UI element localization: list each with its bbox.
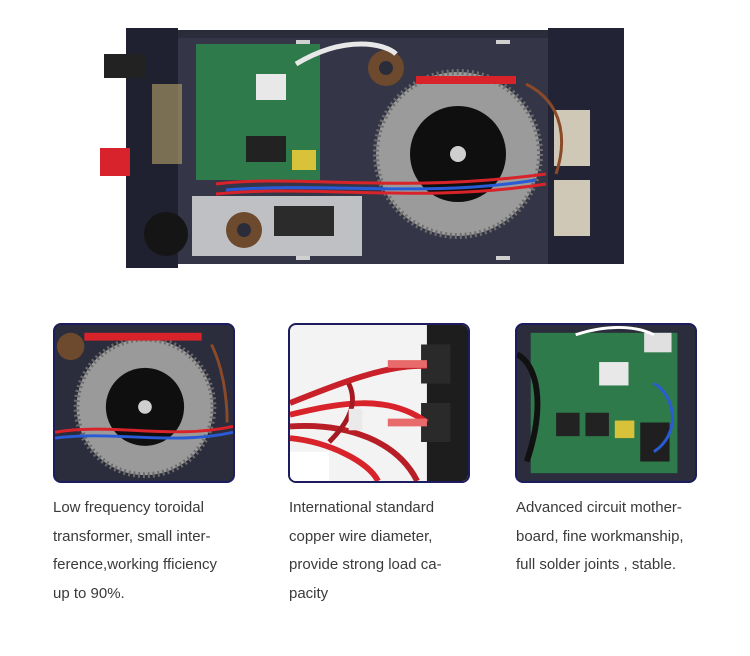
caption-copper-wire: International standard copper wire diame…: [289, 494, 489, 608]
caption-line: full solder joints , stable.: [516, 556, 677, 573]
caption-line: transformer, small inter-: [53, 527, 211, 545]
caption-line: up to 90%.: [53, 584, 125, 602]
toroid-closeup: [55, 325, 233, 481]
switch-block: [152, 84, 182, 164]
caption-toroidal-transformer: Low frequency toroidal transformer, smal…: [53, 494, 253, 608]
caption-line: Low frequency toroidal: [53, 499, 204, 516]
toroidal-transformer-thumbnail: [53, 323, 235, 483]
circuit-board-thumbnail: [515, 323, 697, 483]
inverter-product-photo: [96, 24, 636, 270]
copper-wire-thumbnail: [288, 323, 470, 483]
caption-line: copper wire diameter,: [289, 527, 433, 545]
terminal-block-bottom: [554, 180, 590, 236]
black-terminal: [104, 54, 146, 78]
pcb-closeup: [517, 325, 695, 481]
blue-wire: [225, 178, 537, 192]
capacitors: [274, 206, 334, 236]
caption-circuit-board: Advanced circuit mother- board, fine wor…: [516, 494, 716, 580]
caption-line: pacity: [289, 584, 329, 602]
yellow-relay: [292, 150, 316, 170]
caption-line: provide strong load ca-: [289, 556, 442, 573]
relay-block: [246, 136, 286, 162]
wire-closeup: [290, 325, 468, 481]
red-terminal: [100, 148, 130, 176]
inverter-illustration: [100, 28, 624, 268]
caption-line: International standard: [289, 499, 435, 516]
red-wire: [215, 172, 547, 186]
caption-line: ference,working fficiency: [53, 556, 217, 573]
pcb-chip: [256, 74, 286, 100]
caption-line: Advanced circuit mother-: [516, 499, 682, 516]
caption-line: board, fine workmanship,: [516, 527, 684, 545]
fan: [144, 212, 188, 256]
